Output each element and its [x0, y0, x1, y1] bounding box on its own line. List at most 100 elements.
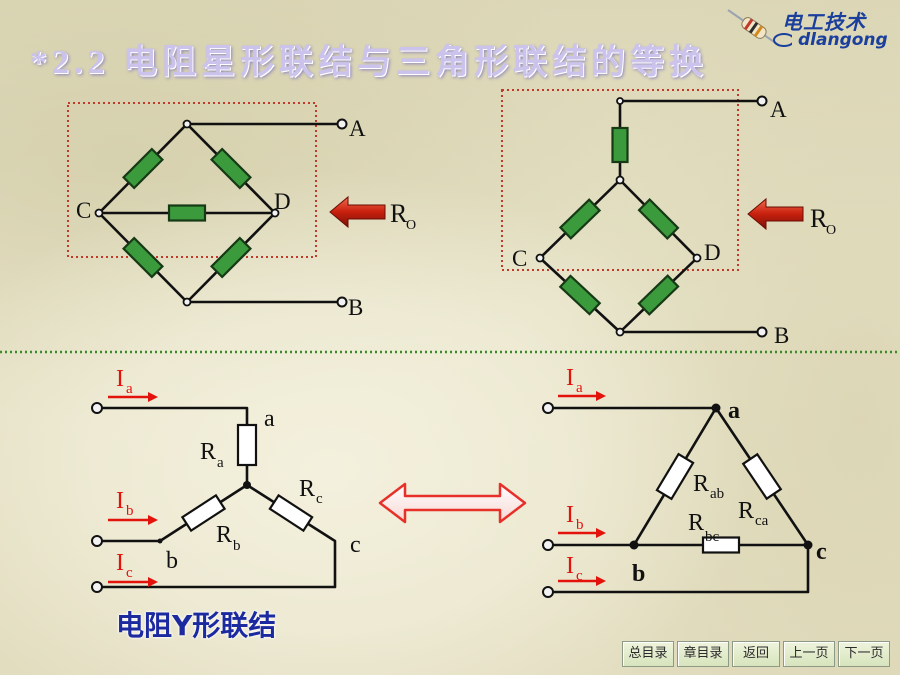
nav-chapter-contents-button[interactable]: 章目录	[677, 641, 729, 667]
current-label-ia: I	[116, 366, 124, 392]
current-arrow-icon	[108, 392, 158, 402]
slide-title: *2.2 电阻星形联结与三角形联结的等换	[30, 44, 708, 81]
resistor-rbc	[701, 536, 741, 554]
resistor-rca	[741, 452, 783, 501]
current-label-ib: I	[566, 502, 574, 528]
terminal	[542, 539, 554, 551]
resistor-rab	[655, 452, 695, 501]
current-label-ic: I	[566, 553, 574, 579]
terminal	[542, 586, 554, 598]
resistor-ra	[236, 423, 258, 467]
delta-circuit: a b c R ab R bc R ca I a I b I c	[542, 365, 827, 598]
double-arrow-icon	[378, 482, 527, 524]
equivalent-resistance-subscript: O	[406, 218, 416, 233]
current-arrow-icon	[108, 577, 158, 587]
node-label-a: a	[264, 406, 275, 432]
current-subscript-ic: c	[126, 565, 133, 581]
node-b	[629, 540, 639, 550]
current-label-ia: I	[566, 365, 574, 391]
equivalent-boundary-box	[67, 102, 317, 258]
terminal	[91, 581, 103, 593]
logo-pinyin-name: dlangong	[798, 30, 888, 50]
resistor	[209, 147, 253, 190]
current-arrow-icon	[108, 515, 158, 525]
node-label-c: c	[816, 539, 827, 565]
resistor-logo-icon	[727, 9, 792, 47]
resistor-subscript-ra: a	[217, 455, 224, 471]
logo-chinese-name: 电工技术	[782, 10, 866, 34]
bridge-right-circuit: A B C D R O	[501, 89, 836, 348]
node-a	[711, 403, 721, 413]
resistor	[167, 204, 207, 222]
terminal	[91, 535, 103, 547]
terminal	[336, 118, 348, 130]
resistor	[637, 197, 680, 241]
current-subscript-ib: b	[576, 517, 584, 533]
terminal	[756, 326, 768, 338]
center-node	[243, 481, 251, 489]
current-subscript-ib: b	[126, 503, 134, 519]
node-label-c: c	[350, 532, 361, 558]
node-label-c: C	[76, 198, 91, 223]
resistor-subscript-rab: ab	[710, 486, 724, 502]
resistor	[121, 236, 165, 279]
node	[94, 208, 104, 218]
slide-navigation: 总目录章目录返回上一页下一页	[622, 641, 890, 669]
node	[535, 253, 545, 263]
node	[182, 119, 192, 129]
current-subscript-ic: c	[576, 568, 583, 584]
resistor-label-ra: R	[200, 439, 216, 465]
resistor	[209, 236, 253, 279]
node	[692, 253, 702, 263]
terminal	[542, 402, 554, 414]
resistor	[611, 126, 629, 164]
current-label-ic: I	[116, 550, 124, 576]
current-arrow-icon	[558, 576, 606, 586]
nav-previous-page-button[interactable]: 上一页	[783, 641, 835, 667]
terminal	[336, 296, 348, 308]
wire-a	[102, 406, 249, 425]
resistor-label-rbc: R	[688, 510, 704, 536]
node	[270, 208, 280, 218]
resistor-subscript-rb: b	[233, 538, 241, 554]
resistor-label-rca: R	[738, 498, 754, 524]
node	[157, 538, 163, 544]
equivalent-resistance-subscript: O	[826, 223, 836, 238]
nav-contents-button[interactable]: 总目录	[622, 641, 674, 667]
equivalent-resistance-label: R	[810, 204, 828, 233]
terminal-label-a: A	[349, 116, 366, 141]
resistor	[121, 147, 165, 190]
resistor-label-rb: R	[216, 522, 232, 548]
wire-c	[553, 545, 810, 594]
left-arrow-icon	[747, 197, 804, 231]
current-label-ib: I	[116, 488, 124, 514]
resistor-subscript-rbc: bc	[705, 529, 720, 545]
current-arrow-icon	[558, 528, 606, 538]
star-circuit: a b c R a R b R c I a I b I c	[91, 366, 361, 593]
resistor	[558, 198, 602, 240]
resistor-subscript-rca: ca	[755, 513, 769, 529]
node-label-a: a	[728, 398, 740, 424]
terminal	[91, 402, 103, 414]
node	[615, 175, 625, 185]
resistor-rc	[268, 493, 314, 533]
equivalent-boundary-box	[501, 89, 739, 271]
node-label-d: D	[274, 189, 291, 214]
nav-next-page-button[interactable]: 下一页	[838, 641, 890, 667]
current-arrow-icon	[558, 391, 606, 401]
node-label-b: b	[166, 548, 178, 574]
resistor	[637, 274, 680, 316]
bridge-diamond-wires	[538, 178, 699, 334]
left-arrow-icon	[329, 195, 386, 229]
terminal-label-b: B	[348, 295, 363, 320]
logo: 电工技术 dlangong	[722, 4, 892, 52]
node	[615, 327, 625, 337]
node-label-d: D	[704, 240, 721, 265]
bridge-left-circuit: A B C D R O	[67, 102, 416, 320]
nav-back-button[interactable]: 返回	[732, 641, 780, 667]
resistor-label-rab: R	[693, 471, 709, 497]
terminal-label-b: B	[774, 323, 789, 348]
current-subscript-ia: a	[576, 380, 583, 396]
node-label-b: b	[632, 561, 645, 587]
